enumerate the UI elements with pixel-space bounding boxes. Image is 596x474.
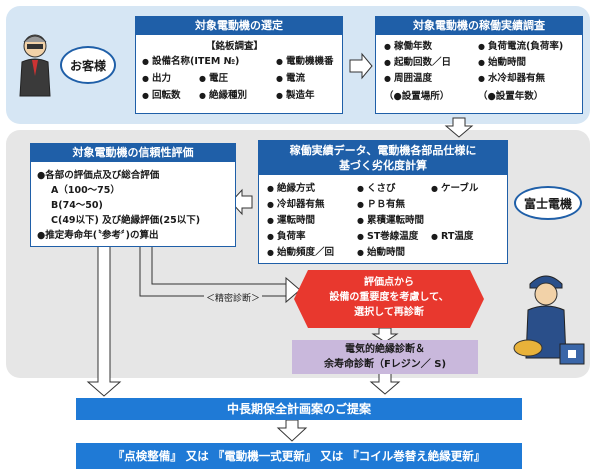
precise-diagnosis-label: ＜精密診断＞: [204, 291, 263, 304]
rediagnosis-hexagon: [294, 270, 484, 328]
calc-item: 絶縁方式: [267, 183, 315, 195]
calc-item: 累積運転時間: [357, 215, 424, 227]
selection-item: 製造年: [276, 90, 315, 102]
reliability-title: 対象電動機の信頼性評価: [31, 144, 235, 162]
survey-item: 稼働年数: [384, 41, 432, 53]
calc-item: くさび: [357, 183, 396, 195]
selection-item: 絶縁種別: [199, 90, 247, 102]
proposal-bar: 中長期保全計画案のご提案: [76, 398, 522, 420]
calc-item: ケーブル: [431, 183, 478, 195]
calc-item: RT温度: [431, 231, 473, 243]
survey-note: （●設置年数）: [478, 91, 544, 102]
calc-box: 稼働実績データ、電動機各部品仕様に 基づく劣化度計算 絶縁方式 くさび ケーブル…: [258, 140, 508, 264]
reliability-line: C(49以下) 及び絶縁評価(25以下): [51, 215, 201, 226]
calc-item: 運転時間: [267, 215, 315, 227]
electrical-line: 余寿命診断（Fレジン／ S): [323, 359, 447, 370]
rediagnosis-shape: 評価点から 設備の重要度を考慮して、 選択して再診断: [294, 270, 484, 328]
selection-item: 出力: [142, 73, 171, 85]
reliability-line: ●推定寿命年(〝参考〞)の算出: [37, 230, 159, 241]
electrical-diagnosis-box: 電気的絶縁診断＆ 余寿命診断（Fレジン／ S): [292, 340, 478, 374]
selection-item: 電圧: [199, 73, 228, 85]
fuji-label: 富士電機: [514, 186, 582, 220]
customer-figure-icon: [14, 32, 56, 97]
reliability-box: 対象電動機の信頼性評価 ●各部の評価点及び総合評価 A（100～75） B(74…: [30, 143, 236, 247]
selection-item: 電流: [276, 73, 305, 85]
rediagnosis-line: 設備の重要度を考慮して、: [329, 292, 449, 303]
survey-item: 水冷却器有無: [478, 73, 545, 85]
calc-item: 冷却器有無: [267, 199, 325, 211]
survey-item: 周囲温度: [384, 73, 432, 85]
selection-box: 対象電動機の選定 【銘板調査】 設備名称(ITEM №) 電動機機番 出力 電圧…: [135, 16, 343, 114]
survey-item: 起動回数／日: [384, 57, 451, 69]
selection-item: 回転数: [142, 90, 181, 102]
calc-title: 稼働実績データ、電動機各部品仕様に 基づく劣化度計算: [259, 141, 507, 175]
survey-box: 対象電動機の稼働実績調査 稼働年数 負荷電流(負荷率) 起動回数／日 始動時間 …: [375, 16, 583, 114]
rediagnosis-line: 選択して再診断: [354, 307, 424, 318]
survey-note: （●設置場所）: [384, 91, 450, 102]
survey-title: 対象電動機の稼働実績調査: [376, 17, 582, 35]
selection-item: 電動機機番: [276, 56, 334, 68]
rediagnosis-text: 評価点から 設備の重要度を考慮して、 選択して再診断: [294, 275, 484, 320]
calc-item: 負荷率: [267, 231, 306, 243]
calc-title-line: 稼働実績データ、電動機各部品仕様に: [289, 144, 477, 157]
survey-item: 始動時間: [478, 57, 526, 69]
calc-item: ＰＢ有無: [357, 199, 405, 211]
survey-item: 負荷電流(負荷率): [478, 41, 563, 53]
electrical-line: 電気的絶縁診断＆: [345, 344, 425, 355]
reliability-line: ●各部の評価点及び総合評価: [37, 170, 160, 181]
reliability-line: B(74～50): [51, 200, 103, 211]
calc-item: ST巻線温度: [357, 231, 418, 243]
rediagnosis-line: 評価点から: [364, 277, 414, 288]
customer-label: お客様: [60, 46, 116, 84]
final-bar: 『点検整備』 又は 『電動機一式更新』 又は 『コイル巻替え絶縁更新』: [76, 443, 522, 469]
calc-item: 始動頻度／回: [267, 247, 334, 259]
calc-item: 始動時間: [357, 247, 405, 259]
selection-subhead: 【銘板調査】: [206, 41, 264, 52]
engineer-figure-icon: [512, 268, 588, 368]
selection-item: 設備名称(ITEM №): [142, 56, 239, 68]
calc-title-line: 基づく劣化度計算: [339, 159, 427, 172]
reliability-line: A（100～75）: [51, 185, 120, 196]
selection-title: 対象電動機の選定: [136, 17, 342, 35]
